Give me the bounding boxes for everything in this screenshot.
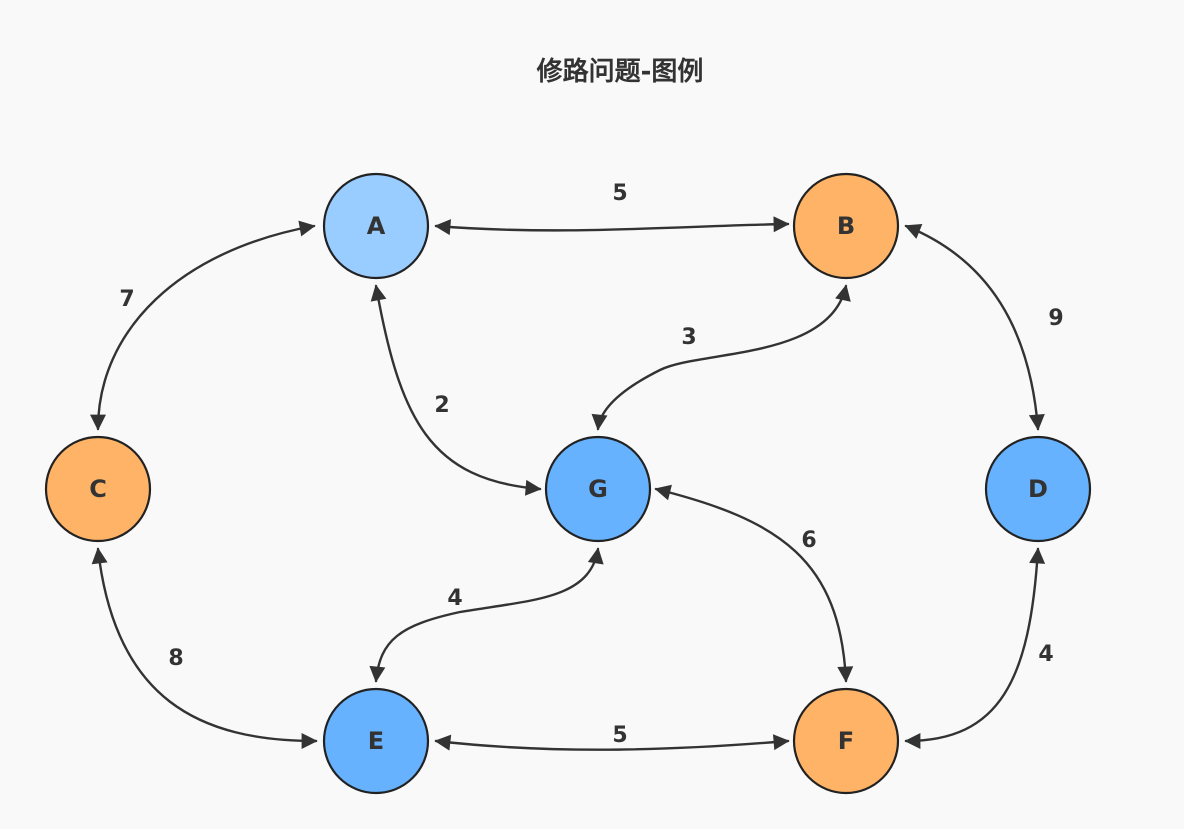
node-e: E xyxy=(322,687,430,795)
edge-d-f xyxy=(904,547,1046,749)
node-label-b: B xyxy=(837,212,855,240)
edge-labels-layer: 5 7 2 3 9 8 4 6 5 4 xyxy=(119,181,1063,748)
edge-weight-b-g: 3 xyxy=(681,325,696,350)
node-label-c: C xyxy=(89,475,107,503)
edge-weight-a-b: 5 xyxy=(612,181,627,206)
node-circle-b xyxy=(792,172,900,280)
edge-g-f xyxy=(654,484,854,683)
edge-weight-a-c: 7 xyxy=(119,287,134,312)
edge-weight-c-e: 8 xyxy=(168,646,183,671)
edge-weight-d-f: 4 xyxy=(1038,642,1053,667)
edge-weight-g-f: 6 xyxy=(801,528,816,553)
node-label-f: F xyxy=(838,727,854,755)
edge-g-e xyxy=(369,547,604,683)
node-circle-e xyxy=(322,687,430,795)
nodes-layer: A B C D E F G xyxy=(44,172,1092,795)
node-label-g: G xyxy=(588,475,608,503)
edge-weight-e-f: 5 xyxy=(612,723,627,748)
edge-weight-g-e: 4 xyxy=(447,586,462,611)
edge-e-f xyxy=(434,734,790,751)
edges-layer xyxy=(90,216,1046,751)
edge-a-c xyxy=(90,220,316,431)
edge-b-d xyxy=(904,223,1045,431)
diagram-title: 修路问题-图例 xyxy=(536,56,704,87)
node-d: D xyxy=(984,435,1092,543)
node-f: F xyxy=(792,687,900,795)
node-circle-f xyxy=(792,687,900,795)
edge-b-g xyxy=(591,284,851,431)
node-circle-g xyxy=(544,435,652,543)
edge-c-e xyxy=(91,547,318,749)
node-circle-c xyxy=(44,435,152,543)
node-c: C xyxy=(44,435,152,543)
node-circle-a xyxy=(322,172,430,280)
edge-a-b xyxy=(434,216,790,236)
node-circle-d xyxy=(984,435,1092,543)
edge-weight-a-g: 2 xyxy=(434,393,449,418)
node-label-e: E xyxy=(368,727,384,755)
node-b: B xyxy=(792,172,900,280)
node-a: A xyxy=(322,172,430,280)
edge-a-g xyxy=(370,284,542,496)
node-label-a: A xyxy=(367,212,386,240)
edge-weight-b-d: 9 xyxy=(1048,306,1063,331)
node-g: G xyxy=(544,435,652,543)
node-label-d: D xyxy=(1028,475,1048,503)
